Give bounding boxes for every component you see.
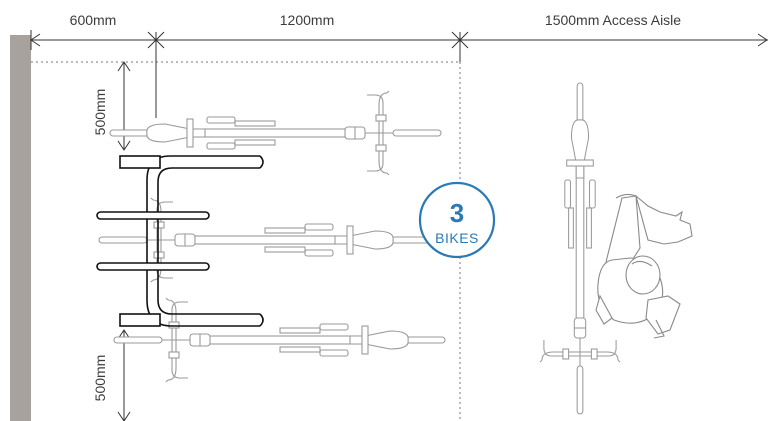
bike-count-label: BIKES [435,230,479,246]
dim-1200: 1200mm [280,12,334,28]
wall [10,35,31,421]
bike-rack [96,155,264,327]
dim-access-aisle: 1500mm Access Aisle [545,12,681,28]
person-walking-bike [539,82,693,415]
parked-bike [113,297,446,383]
dim-500-top: 500mm [92,89,108,136]
dim-500-bottom: 500mm [92,355,108,402]
bike-count-badge: 3 BIKES [418,181,496,259]
top-dimension-line [30,30,768,118]
bike-count: 3 [450,198,464,228]
side-dimension-top [117,61,131,151]
dim-600: 600mm [70,12,117,28]
side-dimension-bottom [117,329,131,421]
